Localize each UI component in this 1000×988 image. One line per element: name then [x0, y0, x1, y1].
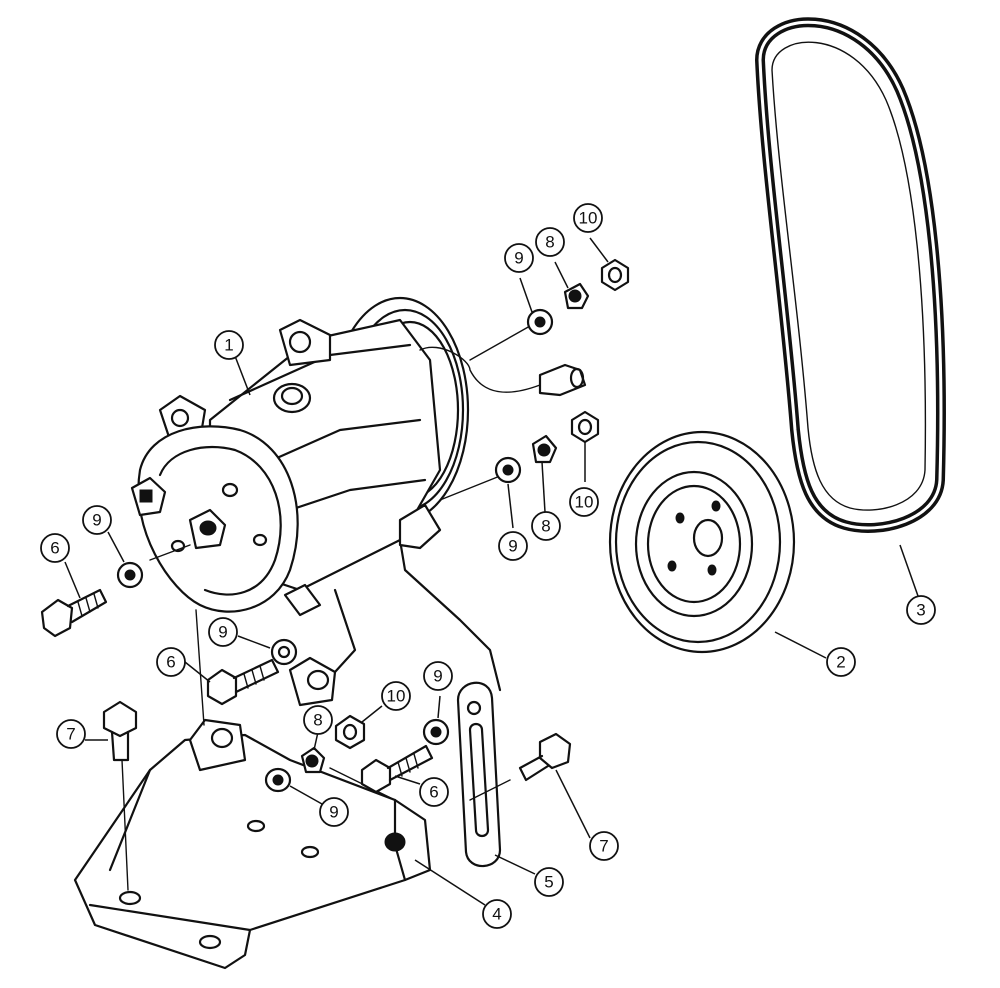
callout-6-lower: 6: [419, 777, 449, 807]
callout-label: 2: [836, 653, 845, 672]
callout-6-left: 6: [40, 533, 70, 563]
callout-3: 3: [906, 595, 936, 625]
callout-label: 6: [429, 783, 438, 802]
callout-label: 9: [514, 249, 523, 268]
callout-5: 5: [534, 867, 564, 897]
mounting-bracket: [73, 538, 502, 970]
callout-4: 4: [482, 899, 512, 929]
compressor: [130, 296, 587, 617]
callout-8-middle: 8: [531, 511, 561, 541]
callout-9-center: 9: [208, 617, 238, 647]
callout-7-right: 7: [589, 831, 619, 861]
callout-10-middle: 10: [569, 487, 599, 517]
callout-label: 5: [544, 873, 553, 892]
pulley: [608, 430, 796, 654]
callout-1: 1: [214, 330, 244, 360]
callout-10-lower: 10: [381, 681, 411, 711]
callout-label: 10: [579, 209, 598, 228]
callout-label: 9: [92, 511, 101, 530]
fasteners: [40, 258, 630, 794]
callout-label: 10: [387, 687, 406, 706]
callout-label: 1: [224, 336, 233, 355]
callout-label: 9: [329, 803, 338, 822]
callout-leaders: [64, 237, 919, 906]
callout-label: 10: [575, 493, 594, 512]
callout-label: 7: [66, 725, 75, 744]
drive-belt: [754, 17, 946, 533]
callout-label: 6: [50, 539, 59, 558]
callout-9-left: 9: [82, 505, 112, 535]
callout-label: 6: [166, 653, 175, 672]
adjusting-link: [456, 681, 502, 868]
callout-6-center: 6: [156, 647, 186, 677]
callout-9-middle: 9: [498, 531, 528, 561]
callout-9-top: 9: [504, 243, 534, 273]
callout-label: 8: [541, 517, 550, 536]
callout-9-bottom: 9: [319, 797, 349, 827]
callout-label: 7: [599, 837, 608, 856]
callout-label: 9: [433, 667, 442, 686]
callout-7-left: 7: [56, 719, 86, 749]
callout-8-top: 8: [535, 227, 565, 257]
callout-9-lower-right: 9: [423, 661, 453, 691]
callout-label: 8: [313, 711, 322, 730]
callout-10-top: 10: [573, 203, 603, 233]
callout-label: 9: [508, 537, 517, 556]
callout-2: 2: [826, 647, 856, 677]
callout-8-lower: 8: [303, 705, 333, 735]
hardware-leaders: [121, 325, 531, 891]
callout-label: 3: [916, 601, 925, 620]
callout-label: 8: [545, 233, 554, 252]
callout-label: 4: [492, 905, 501, 924]
callout-label: 9: [218, 623, 227, 642]
